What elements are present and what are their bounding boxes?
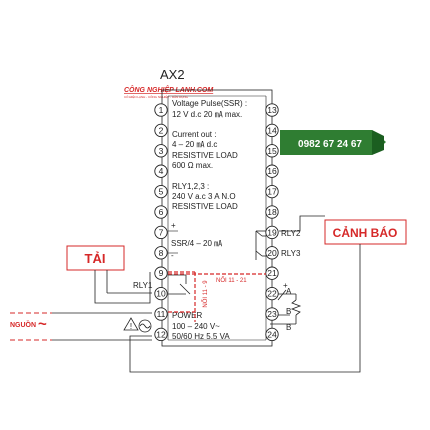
spec-current-out-3: RESISTIVE LOAD [172, 151, 238, 160]
right-terminal-16 [265, 164, 279, 178]
left-terminal-7 [154, 225, 168, 240]
warning-triangle-icon: ! [123, 317, 139, 331]
device-body [161, 89, 273, 347]
right-terminal-15-label: 15 [267, 146, 277, 156]
right-terminal-24-label: 24 [267, 329, 277, 339]
left-terminal-2-label: 2 [159, 125, 164, 135]
left-terminal-9-label: 9 [159, 268, 164, 278]
left-terminal-5-label: 5 [159, 187, 164, 197]
svg-text:!: ! [130, 322, 132, 331]
right-terminal-19 [265, 225, 279, 240]
left-terminal-4-label: 4 [159, 166, 164, 176]
left-terminal-12-label: 12 [156, 329, 166, 339]
label-b2: B [286, 323, 291, 332]
right-terminal-22 [265, 286, 279, 301]
left-terminal-6 [154, 205, 168, 219]
left-terminal-6-label: 6 [159, 207, 164, 217]
spec-relay-2: 240 V a.c 3 A N.O [172, 192, 236, 201]
spec-voltage-pulse-2: 12 V d.c 20 ㎃ max. [172, 110, 242, 119]
left-terminal-11-label: 11 [157, 309, 166, 319]
left-terminal-1 [154, 103, 168, 117]
left-terminal-4 [154, 164, 168, 178]
left-terminal-8 [154, 246, 168, 260]
alarm-callout-box [324, 219, 407, 245]
right-terminal-21 [265, 266, 279, 280]
phone-number: 0982 67 24 67 [298, 139, 362, 150]
plus-sign: + [171, 221, 176, 230]
rly2-label: RLY2 [281, 229, 301, 238]
phone-badge: 0982 67 24 67 [280, 130, 386, 155]
power-label-3: 50/60 Hz 5.5 VA [172, 332, 230, 341]
ac-power-icon [138, 319, 152, 333]
right-terminal-16-label: 16 [267, 166, 277, 176]
power-label-1: POWER [172, 311, 202, 320]
left-terminal-2 [154, 123, 168, 138]
left-terminal-10-label: 10 [156, 289, 166, 299]
right-terminal-15 [265, 144, 279, 158]
left-terminal-7-label: 7 [159, 227, 164, 237]
minus-sign: - [171, 251, 174, 260]
spec-current-out-4: 600 Ω max. [172, 161, 213, 170]
power-label-2: 100 – 240 V~ [172, 322, 220, 331]
spec-current-out-1: Current out : [172, 130, 216, 139]
alarm-wire-top [279, 215, 325, 232]
watermark-brand: CÔNG NGHIỆP LANH.COM [124, 85, 213, 94]
left-terminal-3-label: 3 [159, 146, 164, 156]
right-terminal-20-label: 20 [267, 248, 277, 258]
right-terminal-20 [265, 246, 279, 260]
left-terminal-3 [154, 144, 168, 158]
power-source-tilde: ~ [38, 316, 47, 333]
right-terminal-13 [265, 103, 279, 117]
load-callout-box [66, 245, 125, 271]
left-terminal-5 [154, 184, 168, 199]
right-terminal-23 [265, 307, 279, 321]
spec-relay-1: RLY1,2,3 : [172, 182, 209, 191]
model-title: AX2 [160, 67, 185, 82]
right-terminal-13-label: 13 [267, 105, 277, 115]
right-terminal-column: 13 14 15 16 17 18 19 20 21 22 23 24 [265, 103, 279, 342]
right-terminal-18 [265, 205, 279, 219]
right-terminal-19-label: 19 [267, 227, 277, 237]
spec-relay-3: RESISTIVE LOAD [172, 202, 238, 211]
relay-contacts-right [255, 230, 266, 260]
rly1-label: RLY1 [133, 281, 153, 290]
jumper-11-9-label: NỐI 11 - 9 [202, 280, 209, 308]
left-terminal-11 [154, 307, 168, 321]
right-terminal-17 [265, 184, 279, 199]
right-terminal-14-label: 14 [267, 125, 277, 135]
left-terminal-12 [154, 327, 168, 342]
right-terminal-14 [265, 123, 279, 138]
right-terminal-21-label: 21 [267, 268, 277, 278]
alarm-callout-label: CẢNH BÁO [333, 225, 398, 240]
power-source-label: NGUỒN [10, 319, 36, 329]
left-terminal-1-label: 1 [159, 105, 164, 115]
label-a: A [286, 287, 292, 296]
label-b1: B [286, 307, 291, 316]
rly1-contact-symbol [168, 274, 191, 295]
right-terminal-17-label: 17 [267, 187, 277, 197]
jumper-11-21-label: NỐI 11 - 21 [216, 277, 247, 284]
watermark-tagline: CÔ ĐIỆN LẠNH - CÔNG NGHIỆP - DÂN DỤNG [124, 94, 189, 99]
left-terminal-9 [154, 266, 168, 280]
plus-right-sign: + [283, 281, 288, 290]
load-callout-label: TẢI [85, 251, 106, 266]
ssr-label: SSR/4 – 20 ㎃ [171, 239, 222, 248]
left-terminal-8-label: 8 [159, 248, 164, 258]
alarm-wire-bottom [129, 244, 361, 373]
spec-voltage-pulse-1: Voltage Pulse(SSR) : [172, 99, 247, 108]
right-terminal-22-label: 22 [267, 289, 277, 299]
right-terminal-24 [265, 327, 279, 342]
spec-current-out-2: 4 – 20 ㎃ d.c [172, 140, 217, 149]
left-terminal-10 [154, 286, 168, 301]
right-terminal-18-label: 18 [267, 207, 277, 217]
right-terminal-23-label: 23 [267, 309, 277, 319]
load-wire [94, 270, 151, 304]
rly3-label: RLY3 [281, 249, 301, 258]
